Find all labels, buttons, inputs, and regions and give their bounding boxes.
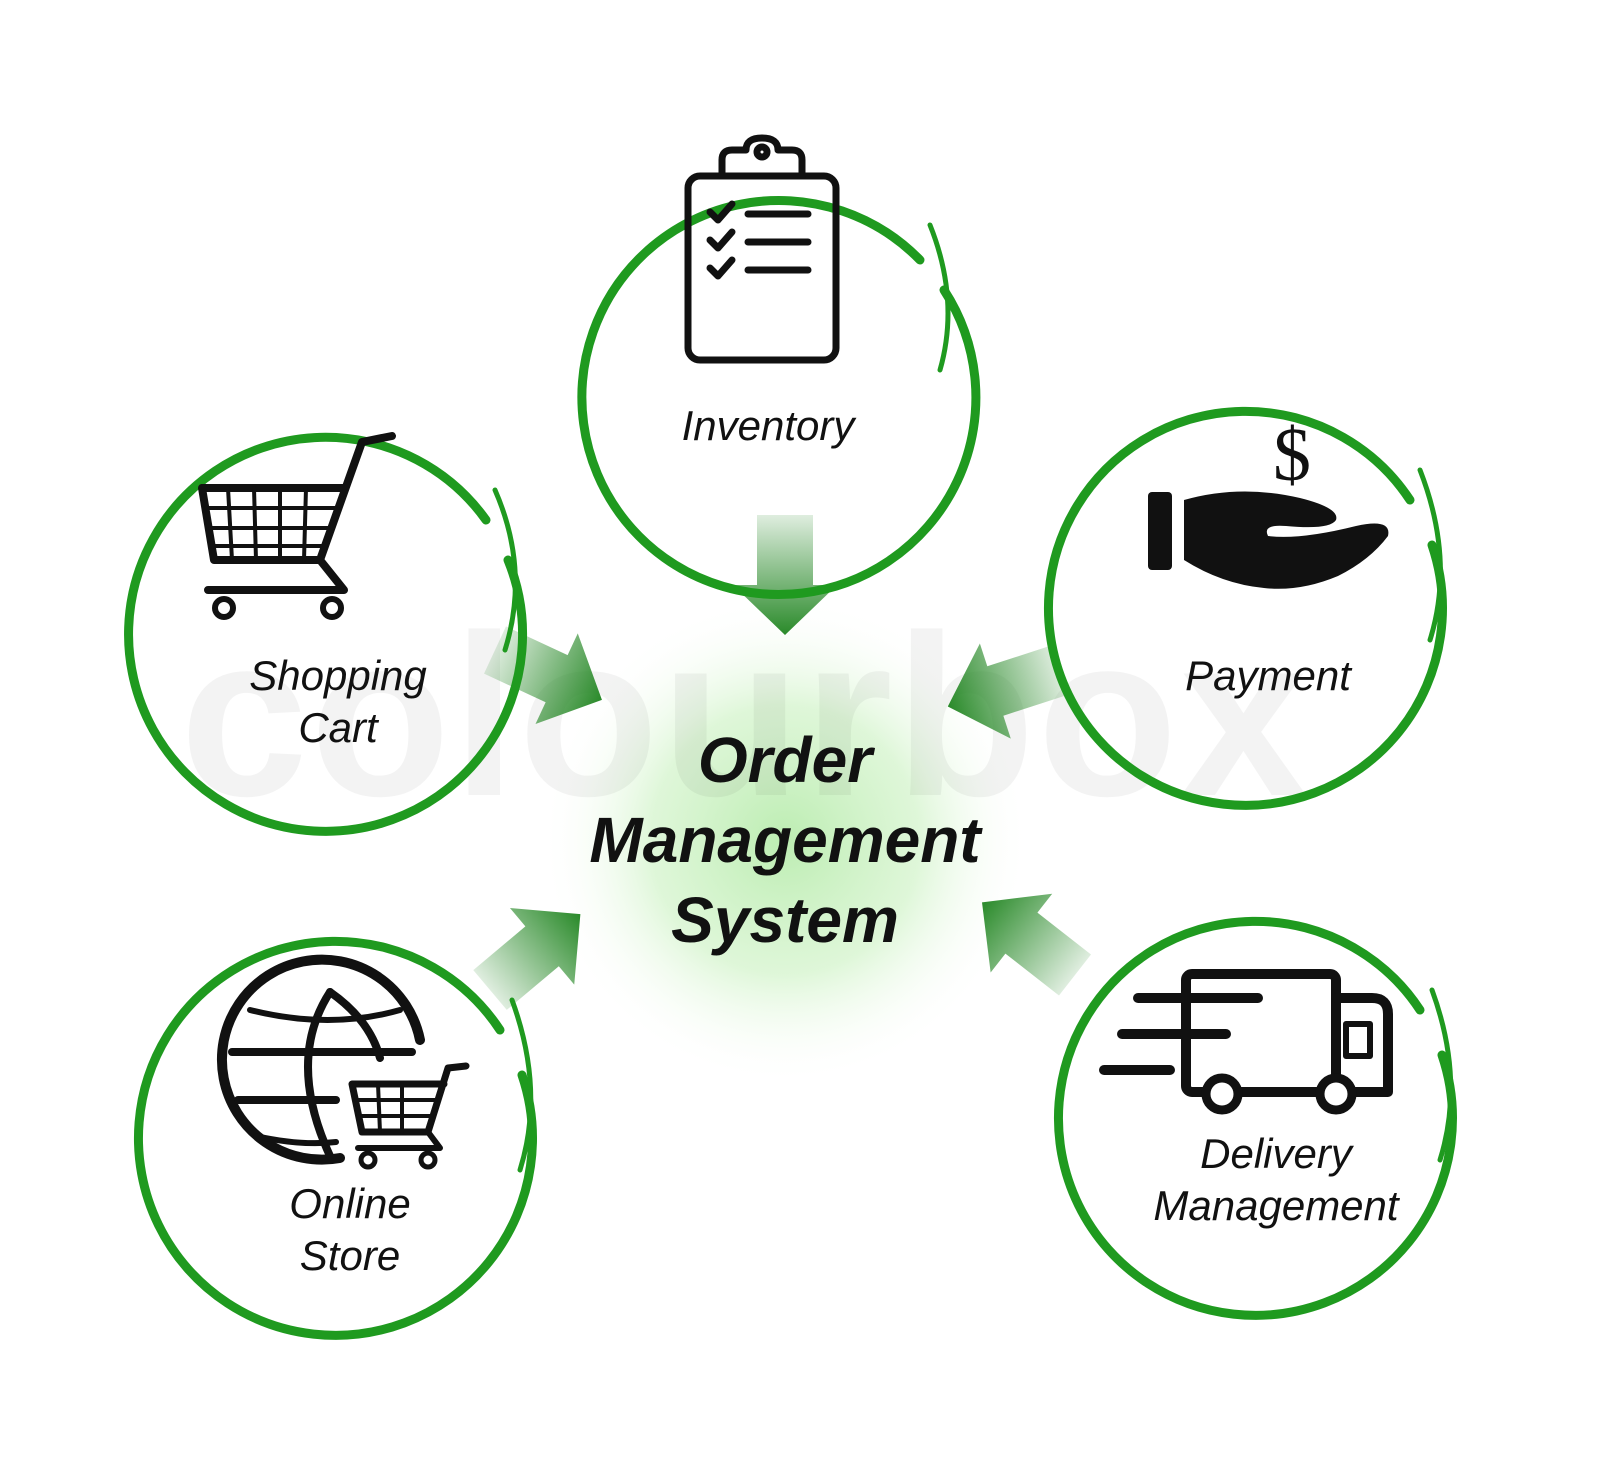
ring-shopping-cart	[124, 432, 527, 836]
clipboard-checklist-icon	[684, 134, 840, 364]
node-payment-label: Payment	[1185, 652, 1353, 699]
ring-inventory	[577, 196, 981, 599]
node-shopping-cart-label-1: Shopping	[249, 652, 427, 699]
arrows	[473, 515, 1092, 1010]
center-label-line-1: Order	[698, 724, 875, 796]
ring-delivery-management	[1053, 916, 1457, 1320]
center-node: Order Management System	[589, 724, 983, 956]
node-delivery-management: Delivery Management	[1053, 916, 1457, 1320]
arrow-from-inventory	[733, 515, 837, 635]
node-online-store-label-2: Store	[300, 1232, 400, 1279]
center-label-line-3: System	[671, 884, 899, 956]
node-delivery-management-label-2: Management	[1153, 1182, 1400, 1229]
node-payment: $ Payment	[1043, 406, 1447, 810]
arrow-from-shopping-cart	[484, 626, 602, 725]
node-delivery-management-label-1: Delivery	[1200, 1130, 1355, 1177]
node-online-store-label-1: Online	[289, 1180, 410, 1227]
delivery-truck-icon	[1099, 969, 1393, 1115]
watermark: colourbox	[180, 587, 1310, 844]
arrow-from-payment	[947, 643, 1069, 739]
center-glow	[540, 595, 1030, 1085]
node-shopping-cart: Shopping Cart	[124, 432, 527, 836]
center-label-line-2: Management	[589, 804, 983, 876]
dollar-sign: $	[1273, 413, 1311, 497]
hand-dollar-icon: $	[1148, 413, 1389, 589]
shopping-cart-icon	[198, 432, 396, 620]
globe-cart-icon	[216, 954, 470, 1170]
arrow-from-delivery-management	[982, 893, 1092, 996]
node-inventory-label: Inventory	[682, 402, 858, 449]
arrow-from-online-store	[473, 907, 581, 1010]
ring-online-store	[133, 936, 537, 1340]
ring-payment	[1043, 406, 1447, 810]
node-inventory: Inventory	[577, 134, 981, 599]
node-online-store: Online Store	[133, 936, 537, 1340]
node-shopping-cart-label-2: Cart	[298, 704, 380, 751]
